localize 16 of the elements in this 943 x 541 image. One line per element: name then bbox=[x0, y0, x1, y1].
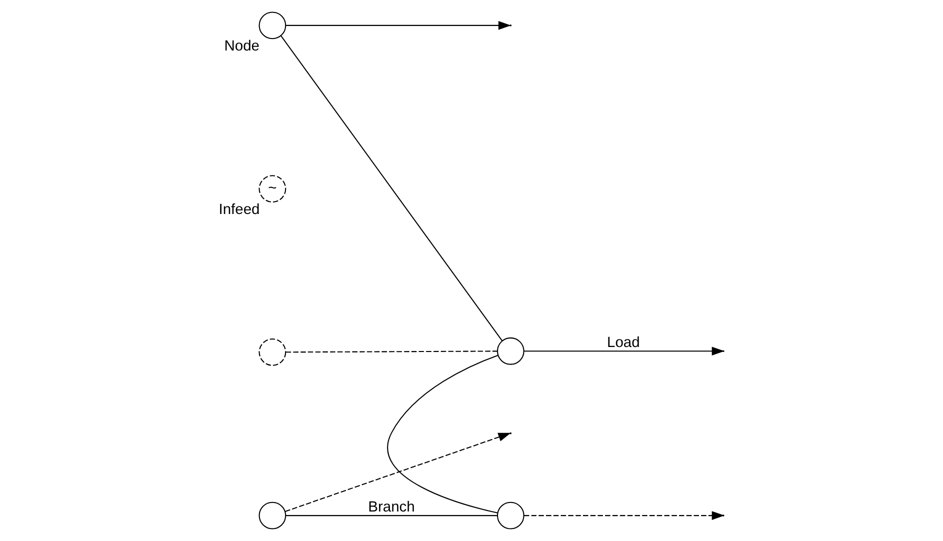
arrow bbox=[285, 432, 511, 512]
node-circle bbox=[258, 338, 286, 366]
node-label: Node bbox=[224, 38, 260, 54]
node-circle: ~ bbox=[258, 175, 286, 203]
node-circle bbox=[258, 12, 286, 40]
node-label: Infeed bbox=[218, 202, 260, 218]
arrow bbox=[286, 21, 512, 30]
node-circle bbox=[258, 502, 286, 530]
connector bbox=[286, 515, 498, 516]
connector bbox=[286, 350, 498, 353]
node-circle bbox=[496, 502, 524, 530]
connector bbox=[387, 354, 498, 514]
edge-label: Load bbox=[607, 335, 640, 352]
edge-label: Branch bbox=[368, 500, 415, 516]
connector bbox=[280, 36, 503, 342]
node-circle bbox=[496, 337, 524, 365]
